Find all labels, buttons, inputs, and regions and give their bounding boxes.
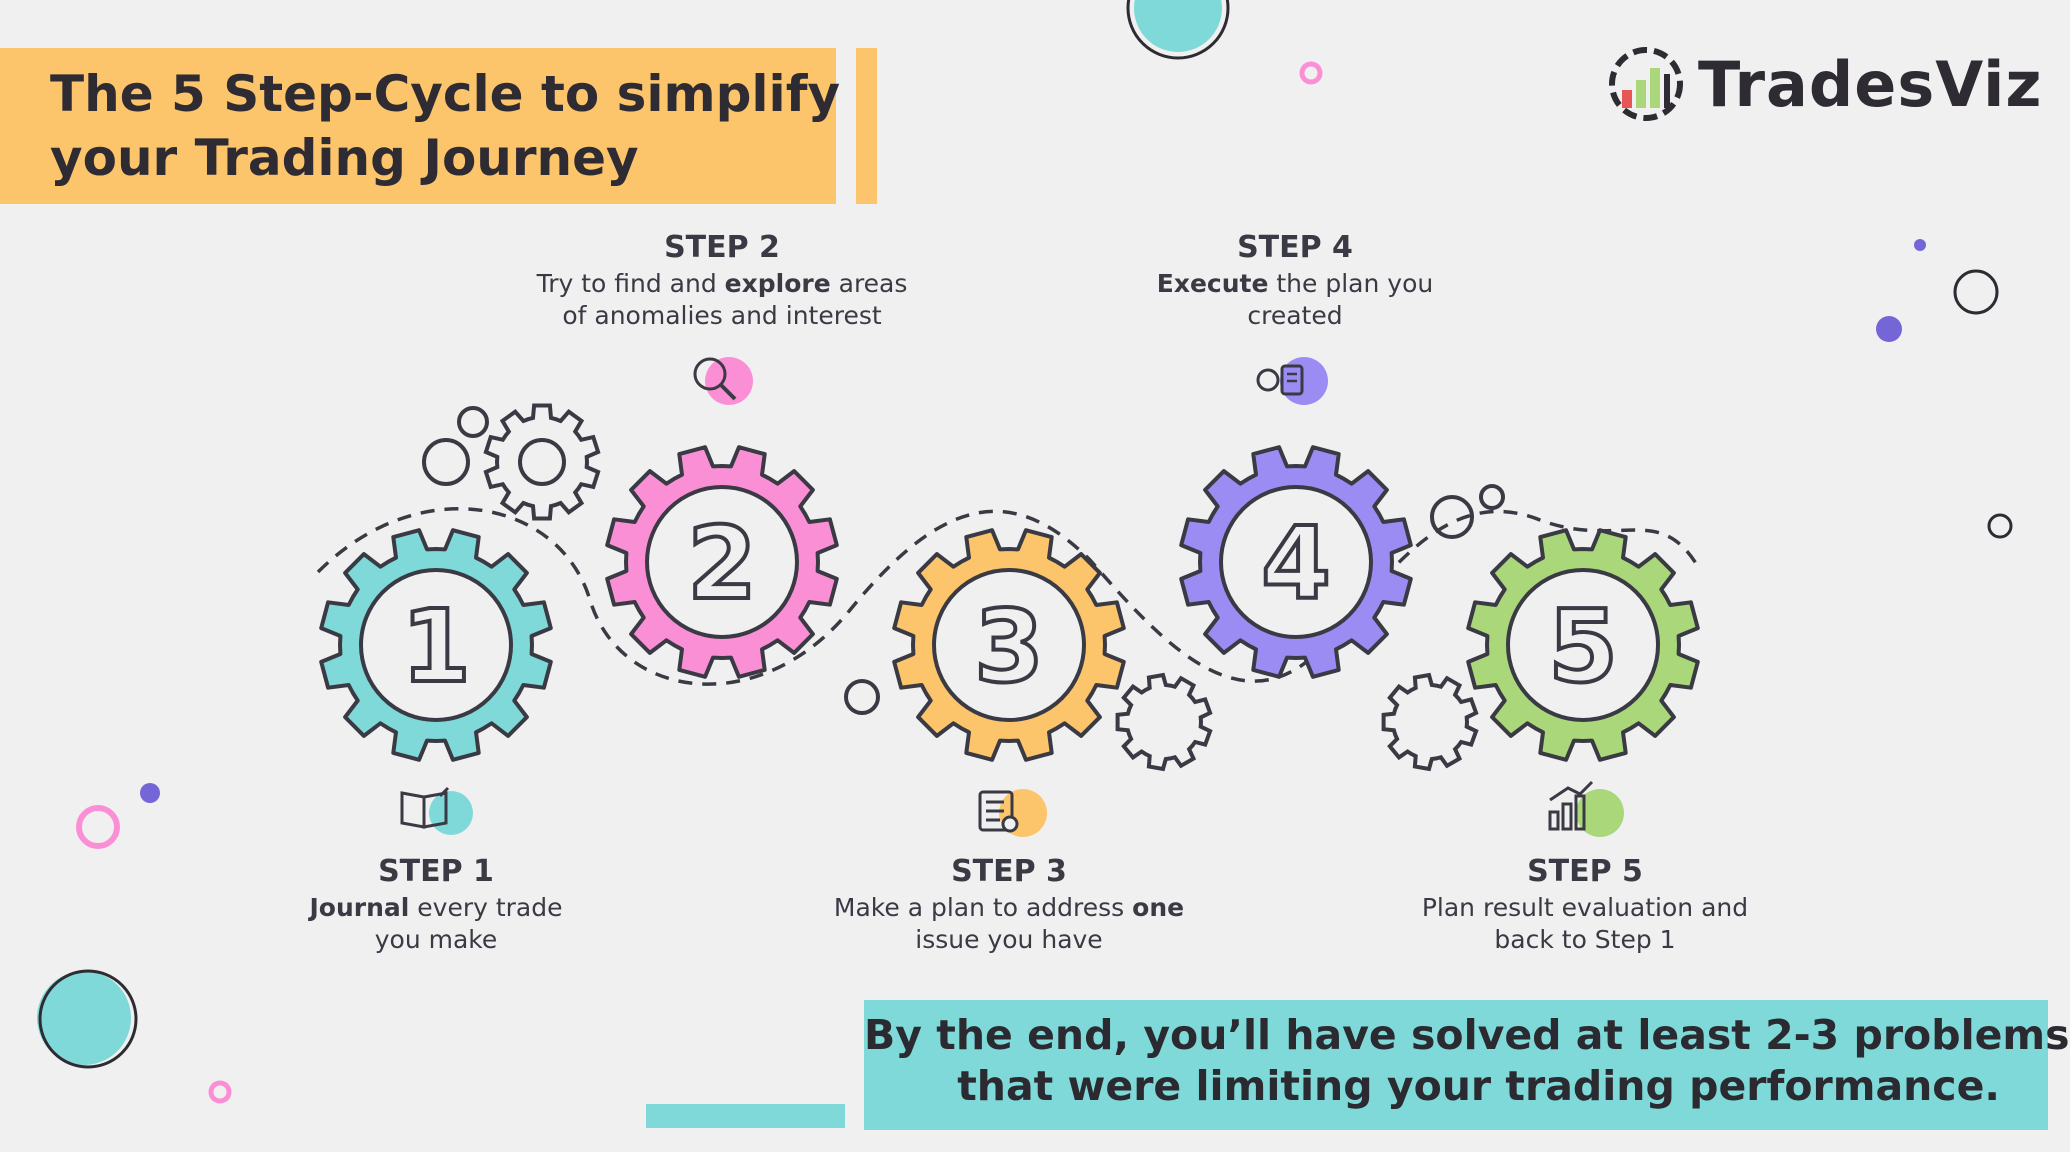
decor-ring	[1126, 0, 1230, 60]
step-3-title: STEP 3	[951, 854, 1067, 889]
decor-ring	[38, 969, 138, 1069]
decor-ring	[457, 406, 489, 438]
step-1-rest: every trade you make	[374, 893, 563, 954]
step-1-text: STEP 1 Journal every trade you make	[226, 852, 646, 956]
step-2-pre: Try to find and	[536, 269, 725, 298]
step-1-gear: 1	[319, 528, 553, 762]
title-accent-bar	[856, 48, 877, 204]
step-1-title: STEP 1	[378, 854, 494, 889]
magnifier-icon	[693, 357, 753, 405]
decor-circle	[1134, 0, 1222, 52]
step-2-number: 2	[687, 505, 757, 622]
title-banner: The 5 Step-Cycle to simplify your Tradin…	[0, 48, 841, 204]
step-2-text: STEP 2 Try to find and explore areas of …	[512, 228, 932, 332]
step-2-title: STEP 2	[664, 230, 780, 265]
decor-gear-icon	[1381, 672, 1479, 772]
checklist-icon	[978, 789, 1047, 837]
decor-ring	[1987, 513, 2013, 539]
conclusion-line-1: By the end, you’ll have solved at least …	[864, 1011, 2070, 1059]
footer-accent-strip	[646, 1104, 845, 1128]
step-3-number: 3	[974, 588, 1044, 705]
step-3-rest: issue you have	[915, 925, 1103, 954]
step-5-gear: 5	[1466, 528, 1700, 762]
step-2-rest: areas of anomalies and interest	[562, 269, 908, 330]
step-4-gear: 4	[1179, 445, 1413, 679]
decor-ring	[1479, 484, 1505, 510]
decor-gear-icon	[1115, 672, 1213, 772]
decor-circle	[37, 971, 131, 1065]
decor-gear-hub	[518, 438, 566, 486]
decor-ring	[1299, 61, 1323, 85]
page-title-line-1: The 5 Step-Cycle to simplify	[50, 65, 841, 123]
step-1-keyword: Journal	[309, 893, 410, 922]
growth-chart-icon	[1548, 780, 1624, 837]
step-4-keyword: Execute	[1156, 269, 1269, 298]
conclusion-banner: By the end, you’ll have solved at least …	[864, 1000, 2070, 1130]
decor-gear-icon	[483, 403, 601, 521]
step-4-description: Execute the plan you created	[1085, 268, 1505, 332]
step-2-gear: 2	[605, 445, 839, 679]
decor-ring	[1430, 495, 1474, 539]
step-5-text: STEP 5 Plan result evaluation and back t…	[1375, 852, 1795, 956]
decor-dot	[1876, 316, 1902, 342]
step-1-description: Journal every trade you make	[226, 892, 646, 956]
decor-dot	[1914, 239, 1926, 251]
step-5-title: STEP 5	[1527, 854, 1643, 889]
step-4-title: STEP 4	[1237, 230, 1353, 265]
step-3-pre: Make a plan to address	[833, 893, 1133, 922]
decor-ring	[76, 805, 120, 849]
step-2-keyword: explore	[724, 269, 831, 298]
brand-name: TradesViz	[1698, 48, 2043, 121]
step-3-description: Make a plan to address one issue you hav…	[799, 892, 1219, 956]
cycle-path	[316, 507, 1702, 686]
step-4-number: 4	[1261, 505, 1331, 622]
journal-book-icon	[400, 786, 473, 835]
gear-document-icon	[1256, 357, 1328, 405]
step-3-text: STEP 3 Make a plan to address one issue …	[799, 852, 1219, 956]
conclusion-line-2: that were limiting your trading performa…	[957, 1062, 2000, 1110]
step-2-description: Try to find and explore areas of anomali…	[512, 268, 932, 332]
decor-dot	[140, 783, 160, 803]
step-4-text: STEP 4 Execute the plan you created	[1085, 228, 1505, 332]
decor-ring	[422, 438, 470, 486]
decor-ring	[1953, 269, 1999, 315]
step-5-number: 5	[1548, 588, 1618, 705]
step-3-keyword: one	[1132, 893, 1185, 922]
step-3-gear: 3	[892, 528, 1126, 762]
tradesviz-logo-icon	[1609, 47, 1683, 121]
page-title-line-2: your Trading Journey	[50, 129, 639, 187]
step-1-number: 1	[401, 588, 471, 705]
decor-ring	[208, 1080, 232, 1104]
decor-ring	[844, 679, 880, 715]
step-5-description: Plan result evaluation and back to Step …	[1421, 893, 1749, 954]
step-4-rest: the plan you created	[1247, 269, 1434, 330]
